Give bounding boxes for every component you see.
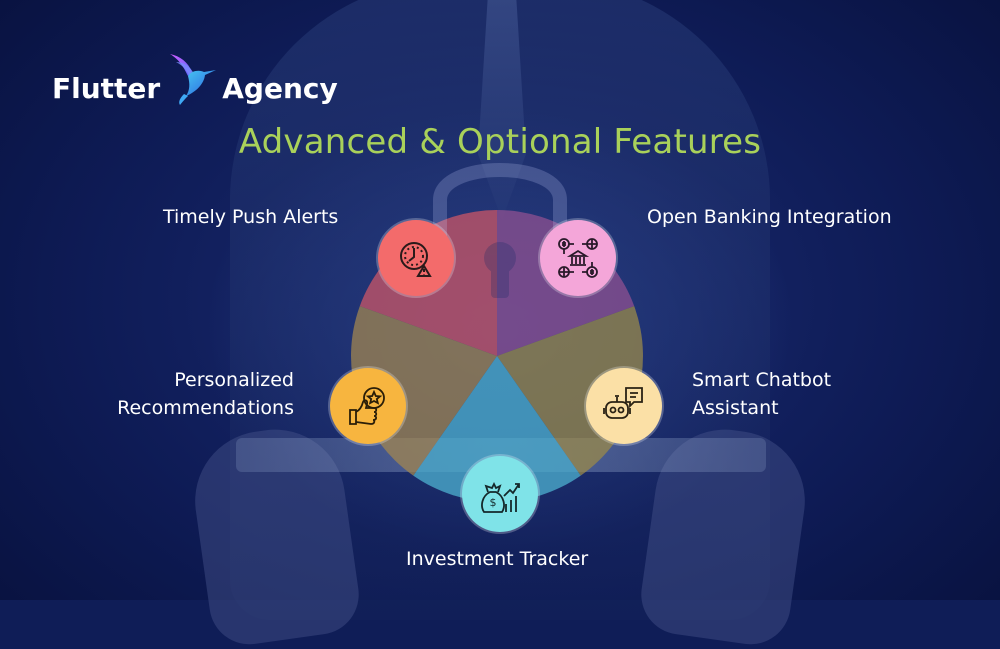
bank-network-icon: [558, 238, 598, 278]
label-smart-chatbot-assistant: Smart Chatbot Assistant: [692, 366, 831, 422]
page-title: Advanced & Optional Features: [238, 122, 762, 162]
money-growth-icon: $: [481, 481, 520, 513]
segment-bottom: [413, 356, 581, 502]
brand-logo: Flutter Agency: [52, 54, 338, 106]
lock-watermark-icon: [433, 163, 567, 250]
brand-name-left: Flutter: [52, 71, 161, 105]
label-investment-tracker: Investment Tracker: [406, 548, 589, 570]
thumbs-up-star-icon: [349, 387, 385, 425]
label-line: Assistant: [692, 397, 779, 419]
open-banking-circle: [540, 220, 616, 296]
label-open-banking-integration: Open Banking Integration: [647, 206, 892, 228]
label-personalized-recommendations: Personalized Recommendations: [94, 366, 294, 422]
clock-alert-icon: [400, 242, 432, 277]
svg-text:$: $: [490, 496, 497, 509]
investment-circle: $: [462, 456, 538, 532]
recommendations-circle: [330, 368, 406, 444]
label-timely-push-alerts: Timely Push Alerts: [163, 206, 339, 228]
keyhole-icon: [484, 242, 516, 298]
label-line: Smart Chatbot: [692, 369, 832, 391]
label-line: Recommendations: [117, 397, 294, 419]
robot-chat-icon: [603, 387, 643, 419]
hummingbird-icon: [170, 54, 217, 105]
brand-name-right: Agency: [222, 71, 338, 105]
label-line: Personalized: [174, 369, 294, 391]
push-alerts-circle: [378, 220, 454, 296]
chatbot-circle: [586, 368, 662, 444]
